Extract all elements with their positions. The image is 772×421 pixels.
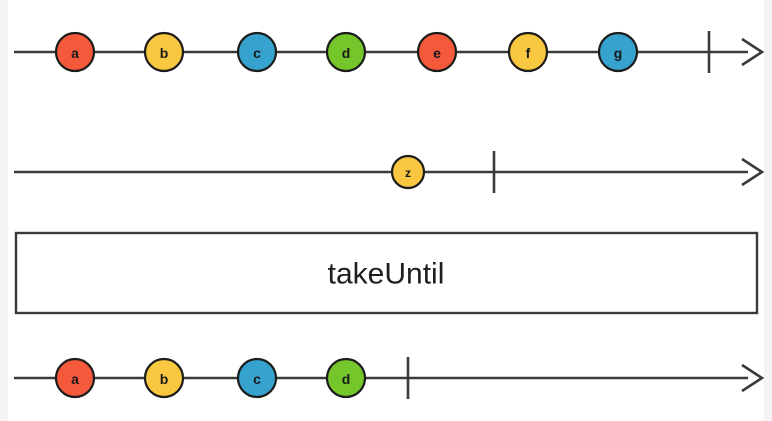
marble-f[interactable]: f	[507, 31, 549, 73]
marble-circle[interactable]	[236, 31, 278, 73]
marble-label: c	[253, 45, 261, 61]
marble-circle[interactable]	[54, 31, 96, 73]
marble-label: g	[614, 45, 623, 61]
marble-label: f	[526, 45, 531, 61]
marble-b[interactable]: b	[143, 357, 185, 399]
marble-circle[interactable]	[416, 31, 458, 73]
operator-box-rect[interactable]	[14, 231, 759, 315]
timeline-result-stream: a b c d	[14, 357, 765, 399]
marble-d[interactable]: d	[325, 357, 367, 399]
marble-label: c	[253, 371, 261, 387]
marble-circle[interactable]	[325, 31, 367, 73]
left-gutter	[0, 0, 8, 421]
marble-circle[interactable]	[236, 357, 278, 399]
marble-circle[interactable]	[390, 154, 426, 190]
marble-label: d	[342, 45, 351, 61]
marble-circle[interactable]	[143, 357, 185, 399]
marble-label: z	[405, 166, 411, 180]
marble-label: d	[342, 371, 351, 387]
marble-c[interactable]: c	[236, 31, 278, 73]
marble-label: e	[433, 45, 441, 61]
marble-label: a	[71, 45, 79, 61]
marble-b[interactable]: b	[143, 31, 185, 73]
marble-z[interactable]: z	[390, 154, 426, 190]
operator-label: takeUntil	[328, 258, 445, 291]
marble-e[interactable]: e	[416, 31, 458, 73]
marble-a[interactable]: a	[54, 357, 96, 399]
timeline-source-stream: a b c d e f g	[14, 31, 765, 73]
marble-label: b	[160, 45, 169, 61]
marble-c[interactable]: c	[236, 357, 278, 399]
marble-a[interactable]: a	[54, 31, 96, 73]
operator-box[interactable]: takeUntil	[14, 231, 759, 315]
right-gutter	[764, 0, 772, 421]
marble-label: b	[160, 371, 169, 387]
timeline-notifier-stream: z	[14, 151, 765, 193]
timeline-arrow-icon	[741, 363, 765, 393]
marble-circle[interactable]	[597, 31, 639, 73]
marble-d[interactable]: d	[325, 31, 367, 73]
marble-circle[interactable]	[54, 357, 96, 399]
marble-circle[interactable]	[507, 31, 549, 73]
marble-label: a	[71, 371, 79, 387]
marble-circle[interactable]	[325, 357, 367, 399]
marble-circle[interactable]	[143, 31, 185, 73]
timeline-arrow-icon	[741, 37, 765, 67]
timeline-arrow-icon	[741, 157, 765, 187]
marble-g[interactable]: g	[597, 31, 639, 73]
